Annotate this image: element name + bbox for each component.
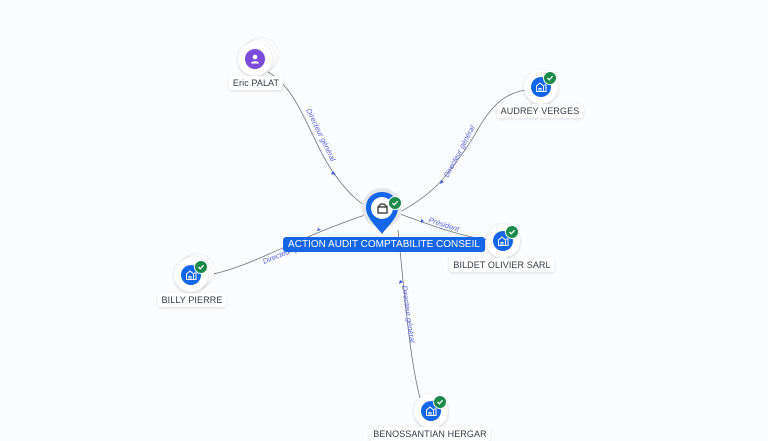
arrow-billy [317, 228, 321, 231]
edge-audrey [399, 89, 527, 213]
node-eric[interactable] [236, 38, 282, 80]
node-disc [486, 224, 520, 258]
company-icon [377, 203, 388, 214]
arrow-audrey [440, 180, 444, 184]
arrow-bildet [421, 219, 424, 223]
edge-label-eric: Directeur général [304, 107, 337, 163]
edge-billy [207, 213, 369, 276]
node-bildet[interactable] [484, 224, 524, 260]
verified-check-icon [433, 395, 447, 409]
node-disc [174, 258, 208, 292]
arrow-eric [331, 171, 336, 175]
verified-check-icon [505, 225, 519, 239]
node-bottom[interactable] [412, 394, 452, 430]
node-label-eric[interactable]: Eric PALAT [228, 76, 284, 90]
center-node-label[interactable]: ACTION AUDIT COMPTABILITE CONSEIL [283, 237, 485, 252]
node-label-bildet[interactable]: BILDET OLIVIER SARL [449, 258, 555, 272]
node-label-billy[interactable]: BILLY PIERRE [157, 293, 227, 307]
arrow-bottom [399, 280, 403, 284]
edge-label-audrey: Directeur général [442, 124, 477, 179]
node-audrey[interactable] [522, 70, 562, 106]
edge-label-bildet: Président [427, 215, 461, 234]
node-disc [238, 42, 272, 76]
node-label-audrey[interactable]: AUDREY VERGES [496, 104, 584, 118]
verified-check-icon [194, 260, 208, 274]
edge-bottom [397, 229, 421, 399]
verified-check-icon [388, 196, 402, 210]
node-label-bottom[interactable]: BENOSSANTIAN HERGAR [369, 427, 491, 441]
person-icon [245, 49, 265, 69]
verified-check-icon [543, 71, 557, 85]
center-node[interactable] [362, 188, 404, 238]
node-billy[interactable] [172, 254, 218, 296]
edge-eric [267, 71, 379, 213]
edge-label-bottom: Directeur général [400, 285, 417, 344]
